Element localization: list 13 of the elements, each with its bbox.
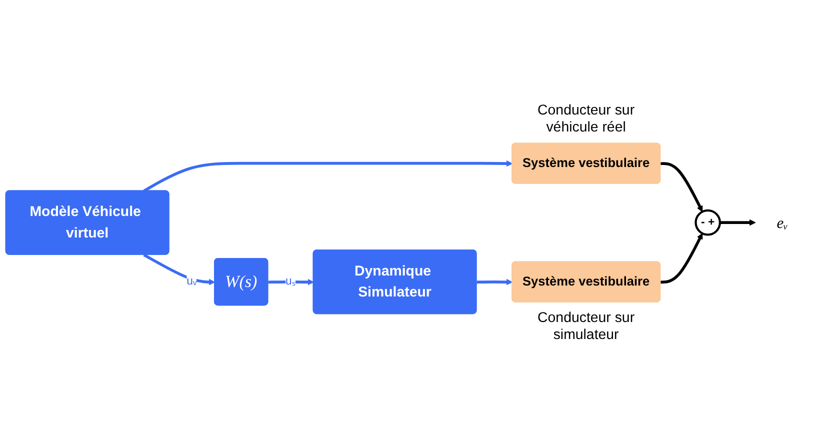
node-circle: - + [694, 210, 722, 236]
caption-text: Conducteur sur simulateur [538, 310, 635, 344]
arrow [476, 279, 512, 286]
arrow [660, 162, 703, 212]
arrow [143, 160, 512, 192]
arrow [268, 279, 314, 286]
node-text: eᵥ [776, 214, 788, 232]
edge-label: uₛ [286, 276, 296, 288]
edge-label: uᵥ [186, 276, 197, 288]
arrow [143, 254, 215, 286]
arrow [720, 220, 756, 226]
arrow [660, 233, 703, 284]
caption-text: Conducteur sur véhicule réel [538, 102, 635, 136]
